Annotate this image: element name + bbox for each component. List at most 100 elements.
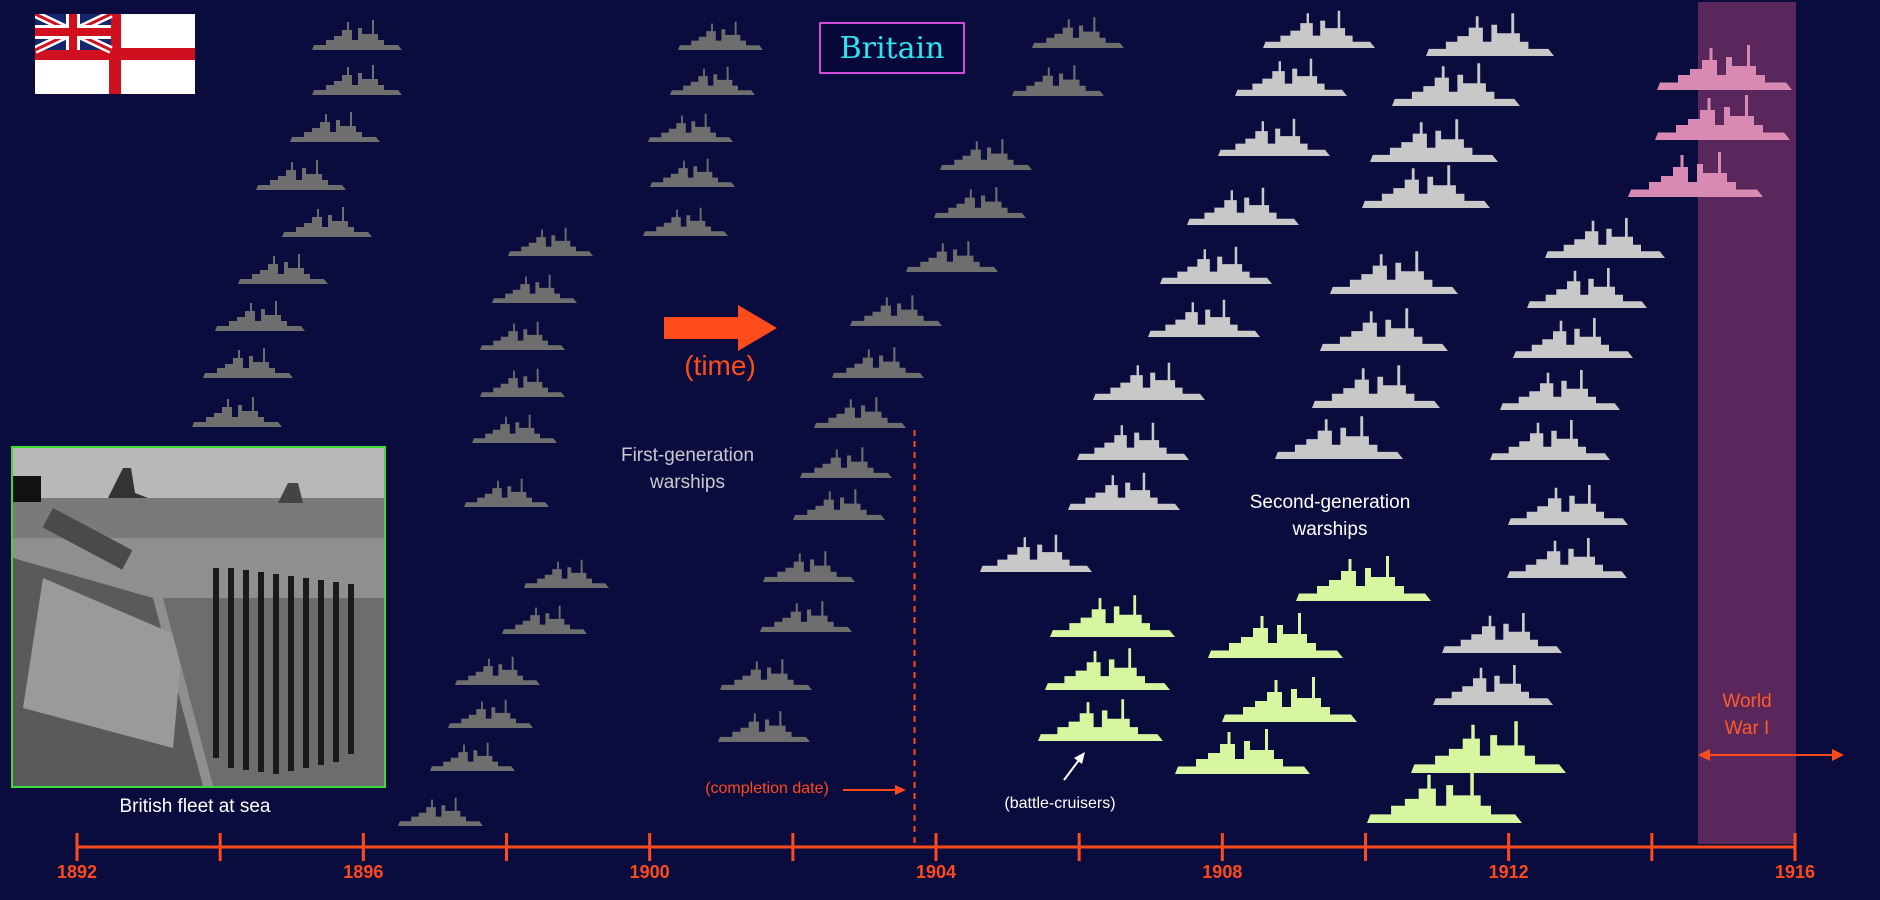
first-generation-ship bbox=[1032, 17, 1124, 48]
second-generation-ship bbox=[1275, 416, 1403, 459]
second-generation-ship bbox=[980, 534, 1092, 572]
first-generation-ship bbox=[763, 551, 855, 582]
second-generation-ship bbox=[1433, 665, 1553, 705]
first-generation-ship bbox=[720, 659, 812, 690]
timeline-year-label: 1908 bbox=[1202, 862, 1243, 882]
battle-cruiser-ship bbox=[1208, 613, 1343, 658]
first-generation-ship bbox=[814, 397, 906, 428]
battle-cruiser-ship bbox=[1045, 648, 1170, 690]
battle-cruiser-ship bbox=[1038, 699, 1163, 741]
battle-cruiser-ship bbox=[1050, 595, 1175, 637]
first-generation-ship bbox=[492, 274, 577, 303]
page-title: Britain bbox=[819, 22, 965, 74]
first-generation-ship bbox=[502, 605, 587, 634]
first-generation-ship bbox=[508, 227, 593, 256]
world-war-ship bbox=[1655, 95, 1790, 140]
first-generation-ship bbox=[430, 742, 515, 771]
timeline-year-label: 1904 bbox=[915, 862, 957, 882]
world-war-ship bbox=[1657, 45, 1792, 90]
second-generation-ship bbox=[1068, 472, 1180, 510]
battle-cruiser-ship bbox=[1411, 721, 1566, 773]
first-generation-ship bbox=[192, 397, 282, 427]
first-generation-ship bbox=[934, 187, 1026, 218]
first-generation-ship bbox=[718, 711, 810, 742]
first-generation-ship bbox=[760, 601, 852, 632]
timeline-year-label: 1916 bbox=[1774, 862, 1816, 882]
timeline-year-label: 1900 bbox=[629, 862, 670, 882]
time-arrow-icon bbox=[664, 305, 777, 351]
first-generation-ship bbox=[215, 301, 305, 331]
first-generation-ship bbox=[940, 139, 1032, 170]
world-war-ship bbox=[1628, 152, 1763, 197]
second-generation-ship bbox=[1442, 613, 1562, 653]
second-generation-ship bbox=[1320, 308, 1448, 351]
first-generation-ship bbox=[524, 559, 609, 588]
second-generation-ship bbox=[1500, 370, 1620, 410]
first-generation-ship bbox=[464, 478, 549, 507]
first-generation-ship bbox=[398, 797, 483, 826]
second-generation-ship bbox=[1527, 268, 1647, 308]
battle-cruiser-pointer-arrow bbox=[1063, 752, 1085, 781]
first-generation-ship bbox=[290, 112, 380, 142]
timeline-axis bbox=[75, 430, 1797, 861]
first-generation-ship bbox=[203, 348, 293, 378]
first-generation-ship bbox=[455, 656, 540, 685]
first-generation-ship bbox=[678, 21, 763, 50]
first-generation-ship bbox=[312, 65, 402, 95]
second-generation-ship bbox=[1330, 251, 1458, 294]
second-generation-ship bbox=[1160, 246, 1272, 284]
first-generation-ship bbox=[312, 20, 402, 50]
completion-date-label: (completion date) bbox=[705, 780, 829, 797]
second-generation-ship bbox=[1490, 420, 1610, 460]
first-generation-ship bbox=[1012, 65, 1104, 96]
first-generation-ship bbox=[472, 414, 557, 443]
battle-cruiser-ship bbox=[1367, 771, 1522, 823]
first-generation-ship bbox=[480, 321, 565, 350]
second-generation-ship bbox=[1392, 63, 1520, 106]
second-generation-ship bbox=[1312, 365, 1440, 408]
completion-date-arrow bbox=[843, 785, 906, 795]
second-generation-ship bbox=[1362, 165, 1490, 208]
world-war-label: World War I bbox=[1722, 691, 1772, 739]
first-generation-ship bbox=[793, 489, 885, 520]
first-generation-label: First-generation warships bbox=[620, 445, 755, 493]
battle-cruiser-ship bbox=[1175, 729, 1310, 774]
photo-caption: British fleet at sea bbox=[119, 796, 271, 817]
first-generation-ship bbox=[650, 158, 735, 187]
second-generation-ship bbox=[1263, 10, 1375, 48]
first-generation-ship bbox=[643, 207, 728, 236]
british-fleet-photo bbox=[11, 446, 386, 788]
first-generation-ship bbox=[800, 447, 892, 478]
first-generation-ship bbox=[282, 207, 372, 237]
second-generation-ship bbox=[1508, 485, 1628, 525]
first-generation-ship bbox=[670, 66, 755, 95]
second-generation-ship bbox=[1507, 538, 1627, 578]
second-generation-ship bbox=[1218, 118, 1330, 156]
timeline-year-label: 1892 bbox=[56, 862, 98, 882]
timeline-year-label: 1896 bbox=[343, 862, 384, 882]
second-generation-ship bbox=[1370, 119, 1498, 162]
time-arrow-label: (time) bbox=[684, 350, 756, 381]
first-generation-ship bbox=[448, 699, 533, 728]
second-generation-ship bbox=[1513, 318, 1633, 358]
second-generation-ship bbox=[1093, 362, 1205, 400]
second-generation-ship bbox=[1148, 299, 1260, 337]
battle-cruiser-ship bbox=[1222, 677, 1357, 722]
second-generation-label: Second-generation warships bbox=[1249, 492, 1411, 540]
world-war-band bbox=[1698, 2, 1796, 844]
first-generation-ship bbox=[238, 254, 328, 284]
second-generation-ship bbox=[1235, 58, 1347, 96]
second-generation-ship bbox=[1545, 218, 1665, 258]
world-war-range-arrow bbox=[1698, 749, 1844, 761]
first-generation-ship bbox=[850, 295, 942, 326]
ship-silhouettes bbox=[192, 10, 1792, 826]
second-generation-ship bbox=[1187, 187, 1299, 225]
second-generation-ship bbox=[1077, 422, 1189, 460]
first-generation-ship bbox=[832, 347, 924, 378]
first-generation-ship bbox=[256, 160, 346, 190]
white-ensign-icon bbox=[35, 14, 195, 94]
battle-cruiser-ship bbox=[1296, 556, 1431, 601]
second-generation-ship bbox=[1426, 13, 1554, 57]
